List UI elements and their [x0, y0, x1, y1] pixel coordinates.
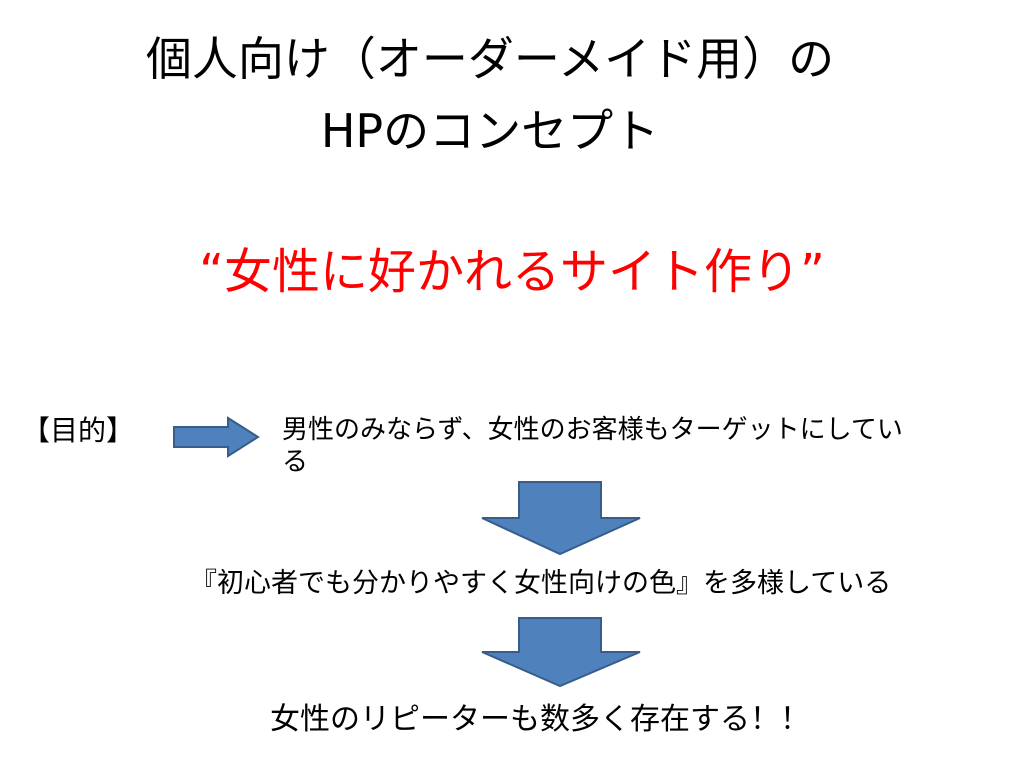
title-line-1: 個人向け（オーダーメイド用）の	[145, 32, 835, 86]
concept-tagline: “女性に好かれるサイト作り”	[199, 244, 825, 300]
right-arrow-icon	[173, 416, 260, 458]
step-3-text: 女性のリピーターも数多く存在する！！	[270, 702, 810, 737]
down-arrow-icon	[481, 481, 641, 556]
step-2-text: 『初心者でも分かりやすく女性向けの色』を多様している	[190, 568, 892, 599]
title-line-2: HPのコンセプト	[320, 104, 660, 158]
down-arrow-icon-2	[481, 617, 641, 688]
purpose-text: 男性のみならず、女性のお客様もターゲットにしている	[282, 415, 903, 477]
purpose-label: 【目的】	[22, 414, 135, 447]
